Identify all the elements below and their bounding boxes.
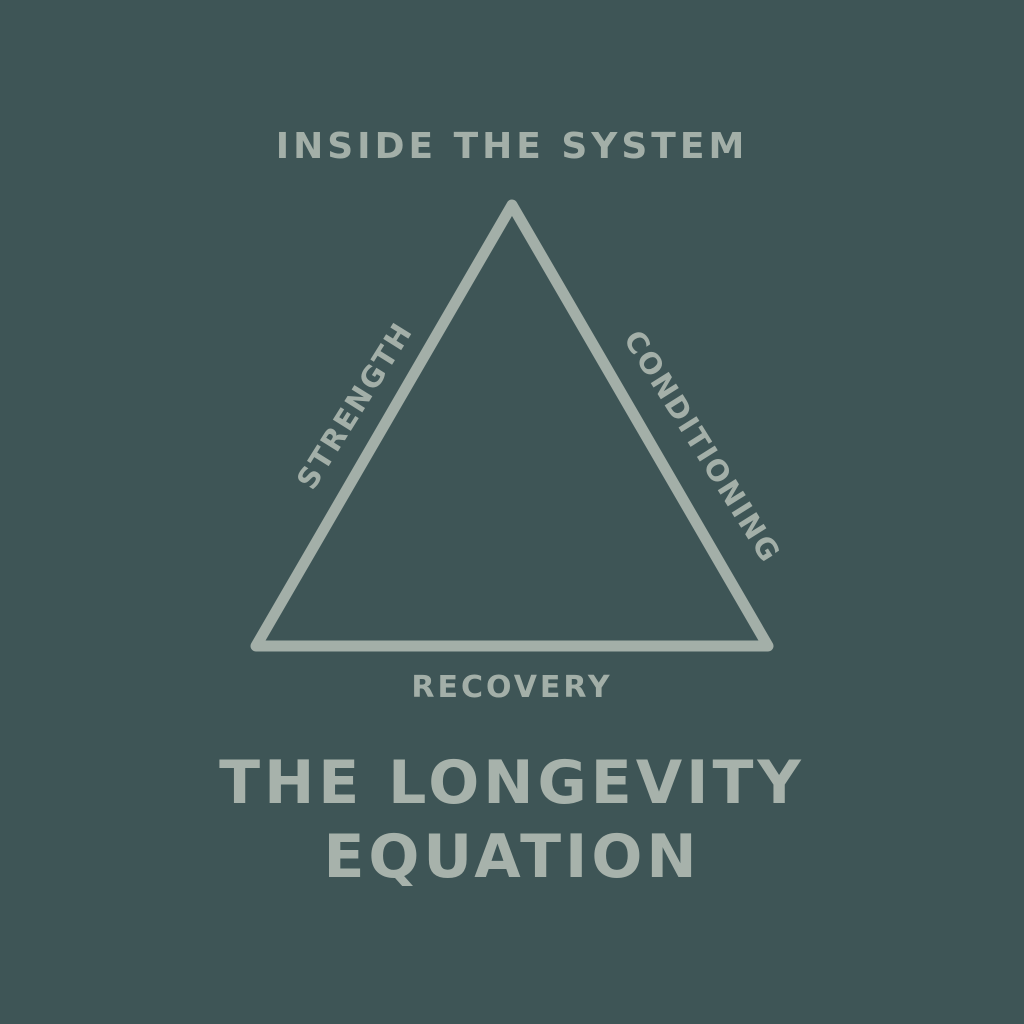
label-recovery: RECOVERY xyxy=(411,670,613,705)
header-title: INSIDE THE SYSTEM xyxy=(275,126,749,167)
triangle-shape xyxy=(250,199,774,652)
main-title-line-2: EQUATION xyxy=(323,822,701,892)
main-title: THE LONGEVITY EQUATION xyxy=(0,746,1024,894)
main-title-line-1: THE LONGEVITY xyxy=(219,748,805,818)
